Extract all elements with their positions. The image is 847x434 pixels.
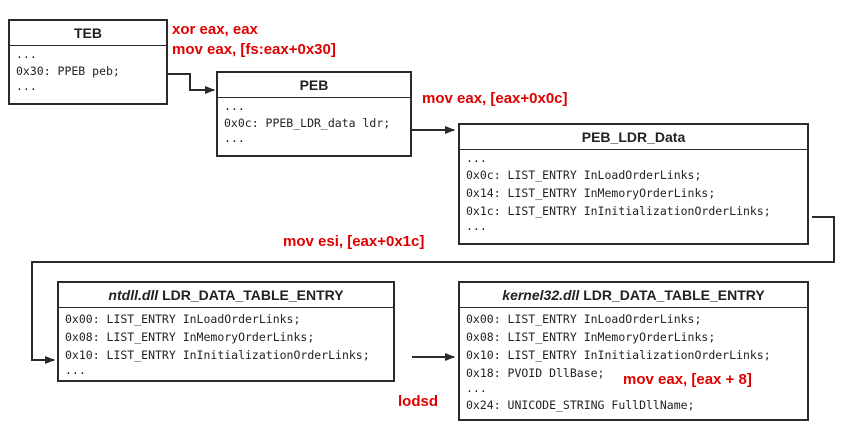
teb-title: TEB [10, 21, 166, 46]
teb-box: TEB ... 0x30: PPEB peb; ... [8, 19, 168, 105]
peb-ldr-data-box: PEB_LDR_Data ... 0x0c: LIST_ENTRY InLoad… [458, 123, 809, 245]
peb-row: ... [224, 99, 245, 113]
annotation-mov-fs: mov eax, [fs:eax+0x30] [172, 41, 336, 58]
ntdll-row: 0x10: LIST_ENTRY InInitializationOrderLi… [65, 348, 370, 362]
kernel32-entry-body: 0x00: LIST_ENTRY InLoadOrderLinks; 0x08:… [460, 308, 807, 416]
ntdll-entry-title: ntdll.dll LDR_DATA_TABLE_ENTRY [59, 283, 393, 308]
peb-ldr-data-body: ... 0x0c: LIST_ENTRY InLoadOrderLinks; 0… [460, 150, 807, 236]
peb-ldr-row: ... [466, 219, 487, 233]
annotation-mov-0c: mov eax, [eax+0x0c] [422, 90, 568, 107]
kernel32-row: 0x18: PVOID DllBase; [466, 366, 605, 380]
kernel32-entry-box: kernel32.dll LDR_DATA_TABLE_ENTRY 0x00: … [458, 281, 809, 421]
annotation-mov-esi: mov esi, [eax+0x1c] [283, 233, 425, 250]
teb-row: ... [16, 79, 37, 93]
kernel32-row: 0x08: LIST_ENTRY InMemoryOrderLinks; [466, 330, 716, 344]
kernel32-row: ... [466, 381, 487, 395]
kernel32-module-name: kernel32.dll [502, 287, 580, 303]
ntdll-entry-box: ntdll.dll LDR_DATA_TABLE_ENTRY 0x00: LIS… [57, 281, 395, 382]
annotation-mov-8: mov eax, [eax + 8] [623, 371, 752, 388]
peb-ldr-row: 0x14: LIST_ENTRY InMemoryOrderLinks; [466, 186, 716, 200]
arrow-ldr-to-ntdll [31, 216, 835, 364]
ntdll-struct-name: LDR_DATA_TABLE_ENTRY [158, 287, 344, 303]
peb-body: ... 0x0c: PPEB_LDR_data ldr; ... [218, 98, 410, 148]
peb-ldr-row: ... [466, 151, 487, 165]
annotation-lodsd: lodsd [398, 393, 438, 410]
peb-ldr-row: 0x0c: LIST_ENTRY InLoadOrderLinks; [466, 168, 702, 182]
ntdll-entry-body: 0x00: LIST_ENTRY InLoadOrderLinks; 0x08:… [59, 308, 393, 380]
kernel32-entry-title: kernel32.dll LDR_DATA_TABLE_ENTRY [460, 283, 807, 308]
teb-row: 0x30: PPEB peb; [16, 64, 120, 78]
ntdll-module-name: ntdll.dll [108, 287, 159, 303]
ntdll-row: 0x00: LIST_ENTRY InLoadOrderLinks; [65, 312, 301, 326]
kernel32-row: 0x24: UNICODE_STRING FullDllName; [466, 398, 695, 412]
peb-row: ... [224, 131, 245, 145]
ntdll-row: 0x08: LIST_ENTRY InMemoryOrderLinks; [65, 330, 315, 344]
peb-title: PEB [218, 73, 410, 98]
kernel32-row: 0x00: LIST_ENTRY InLoadOrderLinks; [466, 312, 702, 326]
teb-body: ... 0x30: PPEB peb; ... [10, 46, 166, 96]
kernel32-row: 0x10: LIST_ENTRY InInitializationOrderLi… [466, 348, 771, 362]
arrow-teb-to-peb [168, 73, 215, 94]
peb-ldr-row: 0x1c: LIST_ENTRY InInitializationOrderLi… [466, 204, 771, 218]
ntdll-row: ... [65, 363, 86, 377]
peb-box: PEB ... 0x0c: PPEB_LDR_data ldr; ... [216, 71, 412, 157]
teb-row: ... [16, 47, 37, 61]
kernel32-struct-name: LDR_DATA_TABLE_ENTRY [579, 287, 765, 303]
annotation-xor: xor eax, eax [172, 21, 258, 38]
peb-row: 0x0c: PPEB_LDR_data ldr; [224, 116, 391, 130]
peb-ldr-data-title: PEB_LDR_Data [460, 125, 807, 150]
